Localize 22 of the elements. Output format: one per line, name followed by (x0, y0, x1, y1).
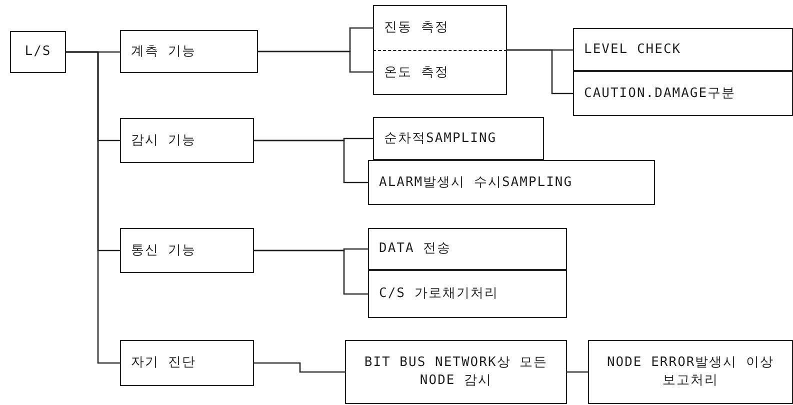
connector-line (507, 49, 573, 94)
connector-line (254, 362, 345, 373)
item-box: CAUTION.DAMAGE구분 (573, 71, 793, 116)
item-box: LEVEL CHECK (573, 28, 793, 71)
function-box: 계측 기능 (120, 30, 258, 73)
function-box: 자기 진단 (120, 340, 254, 386)
item-box: C/S 가로채기처리 (368, 270, 567, 318)
connector-line (66, 51, 120, 364)
connector-line (258, 50, 373, 73)
item-box: ALARM발생시 수시SAMPLING (368, 160, 655, 205)
item-box: NODE ERROR발생시 이상 보고처리 (588, 340, 793, 404)
function-box: 감시 기능 (120, 118, 254, 163)
system-box: L/S (10, 31, 66, 73)
item-box: DATA 전송 (368, 228, 567, 270)
item-box: BIT BUS NETWORK상 모든 NODE 감시 (345, 340, 567, 404)
connector-line (567, 371, 588, 373)
item-box: 순차적SAMPLING (373, 117, 544, 160)
function-box: 통신 기능 (120, 228, 254, 273)
item-box: 온도 측정 (373, 50, 507, 95)
connector-line (254, 140, 368, 184)
item-box: 진동 측정 (373, 5, 507, 50)
connector-line (254, 250, 368, 295)
